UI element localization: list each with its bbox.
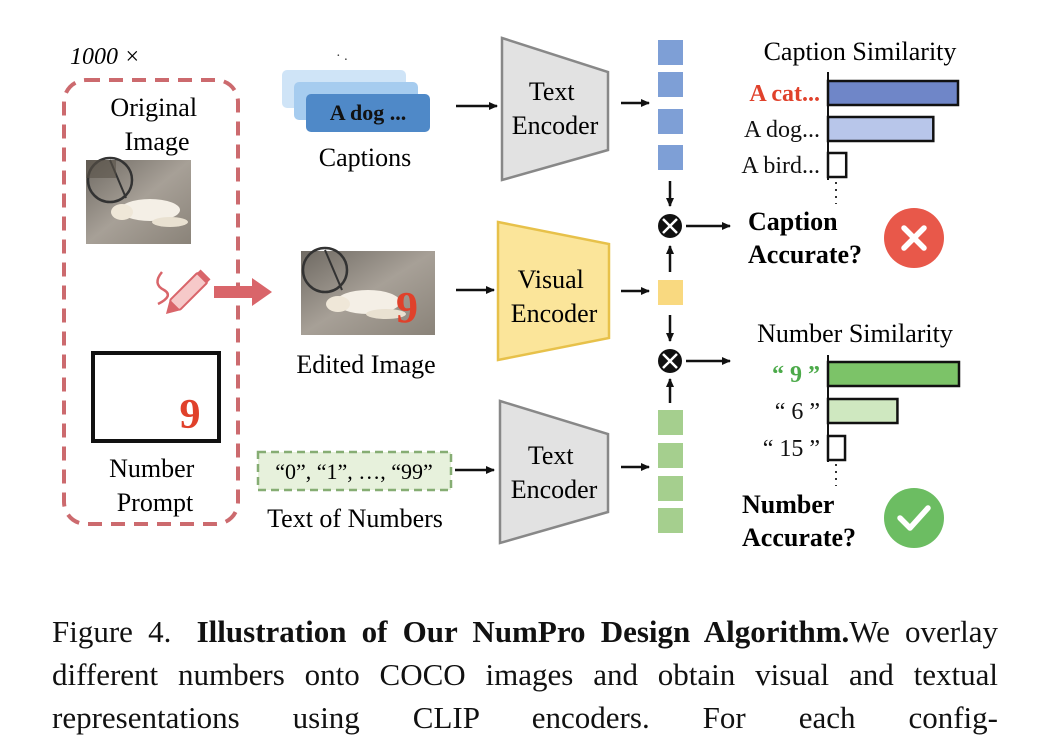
text-of-numbers-content: “0”, “1”, …, “99” [275, 459, 433, 484]
number-similarity-title: Number Similarity [757, 319, 953, 348]
svg-text:· .: · . [336, 49, 348, 64]
caption-accurate-question: Caption Accurate? [748, 207, 862, 269]
figure-title: Illustration of Our NumPro Design Algori… [196, 614, 850, 649]
edit-arrow [214, 278, 272, 306]
visual-encoder [496, 220, 611, 362]
caption-similarity-bars: A cat... A dog... A bird... [741, 72, 960, 204]
multiply-node-caption [658, 214, 682, 238]
edited-image-number: 9 [396, 283, 418, 332]
figure-number: Figure 4. [52, 614, 172, 649]
number-prompt-box [91, 351, 221, 443]
similarity-bar-label: A bird... [741, 153, 820, 179]
caption-text-1: We overlay different numbers onto COCO i… [52, 614, 998, 692]
similarity-bar [826, 360, 961, 388]
prompt-number: 9 [180, 392, 201, 438]
caption-card-text: A dog ... [330, 100, 406, 125]
caption-similarity-title: Caption Similarity [764, 37, 957, 66]
text-of-numbers-box [256, 450, 453, 492]
pen-icon [156, 269, 211, 315]
original-image-label: Original Image [110, 93, 203, 156]
edited-image-label: Edited Image [296, 350, 435, 379]
text-encoder-bottom-label: Text Encoder [511, 441, 598, 504]
similarity-bar-label: A cat... [749, 81, 820, 107]
similarity-bar-label: “ 9 ” [772, 362, 820, 388]
caption-cards: · . A dog ... [282, 49, 430, 132]
similarity-bar-label: “ 6 ” [775, 399, 820, 425]
similarity-bar [826, 115, 935, 143]
visual-encoder-label: Visual Encoder [511, 265, 598, 328]
captions-label: Captions [319, 143, 411, 172]
similarity-bar [826, 397, 899, 425]
text-encoder-top-label: Text Encoder [512, 77, 599, 140]
original-image [86, 156, 191, 244]
number-prompt-label: Number Prompt [109, 454, 201, 517]
multiplier-label: 1000 × [70, 44, 140, 70]
text-of-numbers-label: Text of Numbers [267, 504, 443, 533]
text-encoder-top [500, 36, 610, 182]
similarity-bar-label: A dog... [744, 117, 820, 143]
similarity-bar-label: “ 15 ” [763, 436, 820, 462]
number-embedding-tokens [658, 410, 683, 533]
multiply-node-number [658, 349, 682, 373]
number-similarity-bars: “ 9 ” “ 6 ” “ 15 ” [763, 355, 961, 486]
text-encoder-bottom [498, 399, 610, 545]
number-accurate-question: Number Accurate? [742, 490, 856, 552]
x-icon [884, 208, 944, 268]
figure-caption: Figure 4. Illustration of Our NumPro Des… [52, 610, 998, 739]
similarity-bar [826, 151, 848, 179]
edited-image: 9 [301, 246, 435, 335]
caption-embedding-tokens [658, 40, 683, 170]
numpro-figure: 1000 × Original Image 9 Number Prompt [62, 36, 961, 552]
check-icon [884, 488, 944, 548]
similarity-bar [826, 79, 960, 107]
similarity-bar [826, 434, 847, 462]
visual-embedding-token [658, 280, 683, 305]
